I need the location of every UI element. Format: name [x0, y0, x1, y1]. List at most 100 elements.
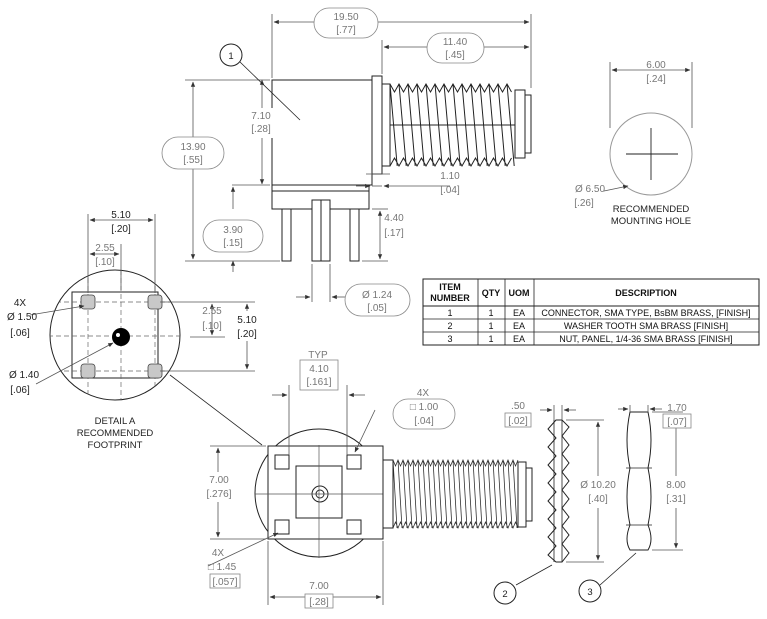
detail-center-dia-in: [.06] [10, 385, 30, 396]
nut-thickness-mm: 1.70 [667, 403, 687, 414]
front-view-dim-labels: TYP 4.10 [.161] 4X □ 1.00 [.04] 7.00 [.2… [203, 350, 456, 609]
bom-header-item-line1: ITEM [439, 282, 461, 292]
dim-label-pin-dia: Ø 1.24 [.05] [344, 283, 411, 317]
nut-height-mm: 8.00 [666, 480, 686, 491]
bom-row-uom: EA [513, 308, 525, 318]
balloon-2: 2 [493, 564, 553, 605]
dim-length-mm: 19.50 [333, 12, 358, 23]
detail-leader-line [169, 374, 263, 446]
detail-a-footprint: 5.10 [.20] 2.55 [.10] 4X Ø 1.50 [.06] 2.… [7, 210, 261, 451]
detail-caption-line3: FOOTPRINT [88, 440, 143, 451]
panel-nut: 1.70 [.07] 8.00 [.31] [618, 403, 693, 551]
front-small-qty: 4X [212, 548, 225, 559]
balloon-1-label: 1 [228, 51, 233, 62]
pad-top-left [80, 294, 96, 310]
front-width-in: [.28] [309, 597, 329, 608]
bom-row-item: 1 [447, 308, 452, 318]
front-small-mm: □ 1.45 [208, 562, 237, 573]
detail-spacing-outer-in: [.20] [111, 224, 131, 235]
bom-row-desc: NUT, PANEL, 1/4-36 SMA BRASS [FINISH] [559, 334, 732, 344]
detail-caption-line1: DETAIL A [95, 416, 136, 427]
dim-label-pin-length: 4.40 [.17] [384, 213, 404, 239]
dim-pin-dia-mm: Ø 1.24 [362, 290, 392, 301]
front-height-in: [.276] [206, 489, 231, 500]
dim-thread-mm: 11.40 [443, 37, 468, 48]
mh-width-mm: 6.00 [646, 60, 666, 71]
detail-right-inner-mm: 2.55 [202, 306, 222, 317]
detail-right-outer-mm: 5.10 [237, 315, 257, 326]
dim-label-thread: 11.40 [.45] [426, 32, 485, 64]
top-view-thread [389, 82, 515, 168]
top-view-dimensions [185, 14, 532, 302]
bom-header-uom: UOM [509, 288, 530, 298]
dim-pin-length-in: [.17] [384, 228, 404, 239]
front-square-in: [.04] [414, 416, 434, 427]
nut-thickness-in: [.07] [667, 417, 687, 428]
mh-width-in: [.24] [646, 74, 666, 85]
detail-center-dia-mm: Ø 1.40 [9, 370, 39, 381]
detail-right-inner-in: [.10] [202, 321, 222, 332]
washer-dia-in: [.40] [588, 494, 608, 505]
front-view-thread [392, 458, 519, 530]
washer-thickness-in: [.02] [508, 416, 528, 427]
bom-row: 2 1 EA WASHER TOOTH SMA BRASS [FINISH] [447, 321, 728, 331]
front-square-qty: 4X [417, 388, 430, 399]
front-view-connector [254, 428, 533, 558]
dim-thread-in: [.45] [445, 50, 465, 61]
pad-bottom-left [80, 363, 96, 379]
balloon-1: 1 [219, 43, 301, 121]
detail-caption-line2: RECOMMENDED [77, 428, 154, 439]
detail-spacing-inner-mm: 2.55 [95, 243, 115, 254]
dim-flange-mm: 1.10 [440, 171, 460, 182]
balloon-3: 3 [578, 552, 637, 603]
mounting-hole: 6.00 [.24] Ø 6.50 [.26] RECOMMENDED MOUN… [574, 60, 693, 227]
bom-table: ITEM NUMBER QTY UOM DESCRIPTION 1 1 EA C… [422, 278, 760, 346]
detail-pad-dia-mm: Ø 1.50 [7, 312, 37, 323]
dim-pin-offset-mm: 3.90 [223, 225, 243, 236]
bom-row-qty: 1 [488, 321, 493, 331]
detail-pad-qty: 4X [14, 298, 27, 309]
front-square-mm: □ 1.00 [410, 402, 439, 413]
front-typ-in: [.161] [306, 377, 331, 388]
detail-right-outer-in: [.20] [237, 329, 257, 340]
front-small-in: [.057] [212, 577, 237, 588]
bom-row-uom: EA [513, 321, 525, 331]
balloon-3-label: 3 [587, 587, 592, 598]
bom-header-description: DESCRIPTION [615, 288, 677, 298]
top-view-connector [271, 75, 532, 262]
front-typ-mm: 4.10 [309, 364, 329, 375]
bom-row-desc: CONNECTOR, SMA TYPE, BsBM BRASS, [FINISH… [541, 308, 750, 318]
dim-label-flange: 1.10 [.04] [440, 171, 460, 196]
balloon-2-label: 2 [502, 589, 507, 600]
dim-label-pin-offset: 3.90 [.15] [202, 219, 264, 253]
washer-thickness-mm: .50 [511, 401, 525, 412]
dim-body-height-in: [.28] [251, 124, 271, 135]
bom-row-qty: 1 [488, 308, 493, 318]
dim-body-height-mm: 7.10 [251, 111, 271, 122]
washer-dia-mm: Ø 10.20 [580, 480, 616, 491]
dim-label-total-height: 13.90 [.55] [161, 136, 225, 170]
bom-row-desc: WASHER TOOTH SMA BRASS [FINISH] [564, 321, 728, 331]
dim-total-height-mm: 13.90 [180, 142, 205, 153]
mh-caption-line2: MOUNTING HOLE [611, 216, 691, 227]
bom-row-item: 2 [447, 321, 452, 331]
detail-spacing-inner-in: [.10] [95, 257, 115, 268]
dim-pin-length-mm: 4.40 [384, 213, 404, 224]
dim-total-height-in: [.55] [183, 155, 203, 166]
mh-dia-in: [.26] [574, 198, 594, 209]
detail-spacing-outer-mm: 5.10 [111, 210, 131, 221]
bom-row-uom: EA [513, 334, 525, 344]
dim-pin-offset-in: [.15] [223, 238, 243, 249]
dim-label-length: 19.50 [.77] [313, 7, 379, 39]
bom-header-qty: QTY [482, 288, 501, 298]
bom-row-qty: 1 [488, 334, 493, 344]
bom-header-item-line2: NUMBER [430, 293, 470, 303]
pad-top-right [147, 294, 163, 310]
washer: .50 [.02] Ø 10.20 [.40] [504, 401, 618, 563]
front-view-dimensions [207, 385, 384, 605]
mh-caption-line1: RECOMMENDED [613, 204, 690, 215]
detail-pad-dia-in: [.06] [10, 328, 30, 339]
bom-row: 3 1 EA NUT, PANEL, 1/4-36 SMA BRASS [FIN… [447, 334, 732, 344]
bom-row-item: 3 [447, 334, 452, 344]
